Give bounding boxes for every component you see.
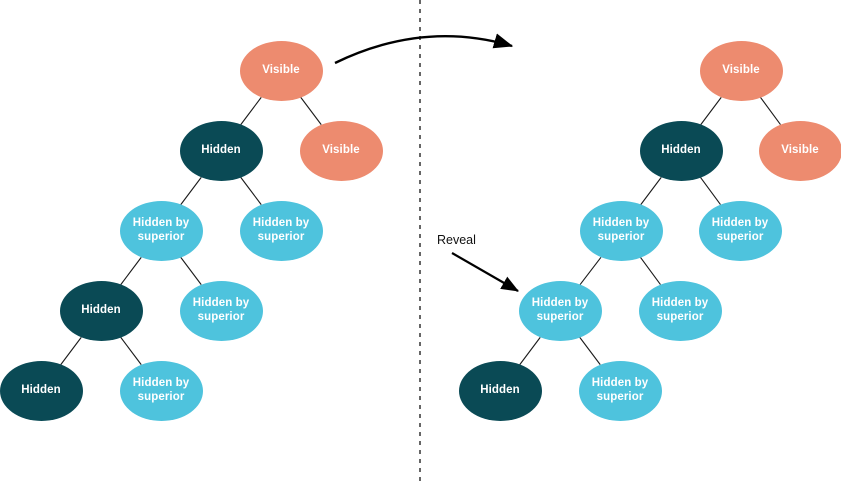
tree-edge bbox=[519, 337, 541, 365]
tree-edge bbox=[579, 337, 601, 365]
tree-node-hidden-sup[interactable]: Hidden by superior bbox=[578, 361, 662, 421]
tree-node-hidden[interactable]: Hidden bbox=[458, 361, 542, 421]
tree-node-label: Visible bbox=[722, 64, 760, 77]
tree-edge bbox=[240, 177, 262, 205]
tree-node-hidden-sup[interactable]: Hidden by superior bbox=[179, 281, 263, 341]
tree-edge bbox=[60, 337, 82, 365]
tree-node-hidden-sup[interactable]: Hidden by superior bbox=[698, 201, 782, 261]
tree-node-label: Hidden bbox=[201, 144, 241, 157]
tree-edge bbox=[120, 257, 142, 285]
tree-node-label: Visible bbox=[262, 64, 300, 77]
reveal-arrow bbox=[451, 252, 519, 292]
tree-edge bbox=[300, 97, 322, 125]
tree-edge bbox=[700, 97, 722, 125]
tree-edge bbox=[579, 256, 602, 286]
tree-node-visible[interactable]: Visible bbox=[239, 41, 323, 101]
tree-node-label: Hidden by superior bbox=[651, 297, 709, 323]
tree-node-label: Hidden by superior bbox=[132, 217, 190, 243]
tree-edge bbox=[120, 337, 142, 365]
tree-node-label: Visible bbox=[322, 144, 360, 157]
tree-node-label: Hidden by superior bbox=[531, 297, 589, 323]
tree-node-hidden[interactable]: Hidden bbox=[0, 361, 83, 421]
tree-node-visible[interactable]: Visible bbox=[758, 121, 841, 181]
tree-node-hidden-sup[interactable]: Hidden by superior bbox=[518, 281, 602, 341]
tree-node-label: Hidden by superior bbox=[252, 217, 310, 243]
tree-node-hidden-sup[interactable]: Hidden by superior bbox=[119, 361, 203, 421]
tree-node-hidden-sup[interactable]: Hidden by superior bbox=[239, 201, 323, 261]
tree-node-hidden[interactable]: Hidden bbox=[179, 121, 263, 181]
tree-edge bbox=[640, 257, 661, 285]
tree-node-label: Hidden bbox=[661, 144, 701, 157]
tree-node-label: Hidden bbox=[480, 384, 520, 397]
tree-node-hidden[interactable]: Hidden bbox=[59, 281, 143, 341]
tree-node-visible[interactable]: Visible bbox=[299, 121, 383, 181]
tree-node-hidden-sup[interactable]: Hidden by superior bbox=[119, 201, 203, 261]
tree-node-label: Hidden by superior bbox=[591, 377, 649, 403]
tree-edge bbox=[180, 257, 202, 285]
tree-node-label: Hidden by superior bbox=[192, 297, 250, 323]
tree-node-label: Hidden by superior bbox=[592, 217, 650, 243]
tree-node-hidden-sup[interactable]: Hidden by superior bbox=[638, 281, 722, 341]
tree-edge bbox=[180, 177, 202, 205]
tree-node-label: Hidden by superior bbox=[711, 217, 769, 243]
tree-node-hidden[interactable]: Hidden bbox=[639, 121, 723, 181]
tree-node-hidden-sup[interactable]: Hidden by superior bbox=[579, 201, 663, 261]
tree-node-label: Hidden bbox=[81, 304, 121, 317]
tree-edge bbox=[760, 97, 781, 125]
tree-node-visible[interactable]: Visible bbox=[699, 41, 783, 101]
reveal-annotation-label: Reveal bbox=[437, 233, 476, 247]
transition-arrow bbox=[334, 33, 514, 65]
tree-node-label: Hidden bbox=[21, 384, 61, 397]
tree-edge bbox=[240, 97, 262, 125]
tree-node-label: Hidden by superior bbox=[132, 377, 190, 403]
tree-edge bbox=[640, 177, 662, 205]
tree-node-label: Visible bbox=[781, 144, 819, 157]
tree-edge bbox=[700, 177, 721, 205]
